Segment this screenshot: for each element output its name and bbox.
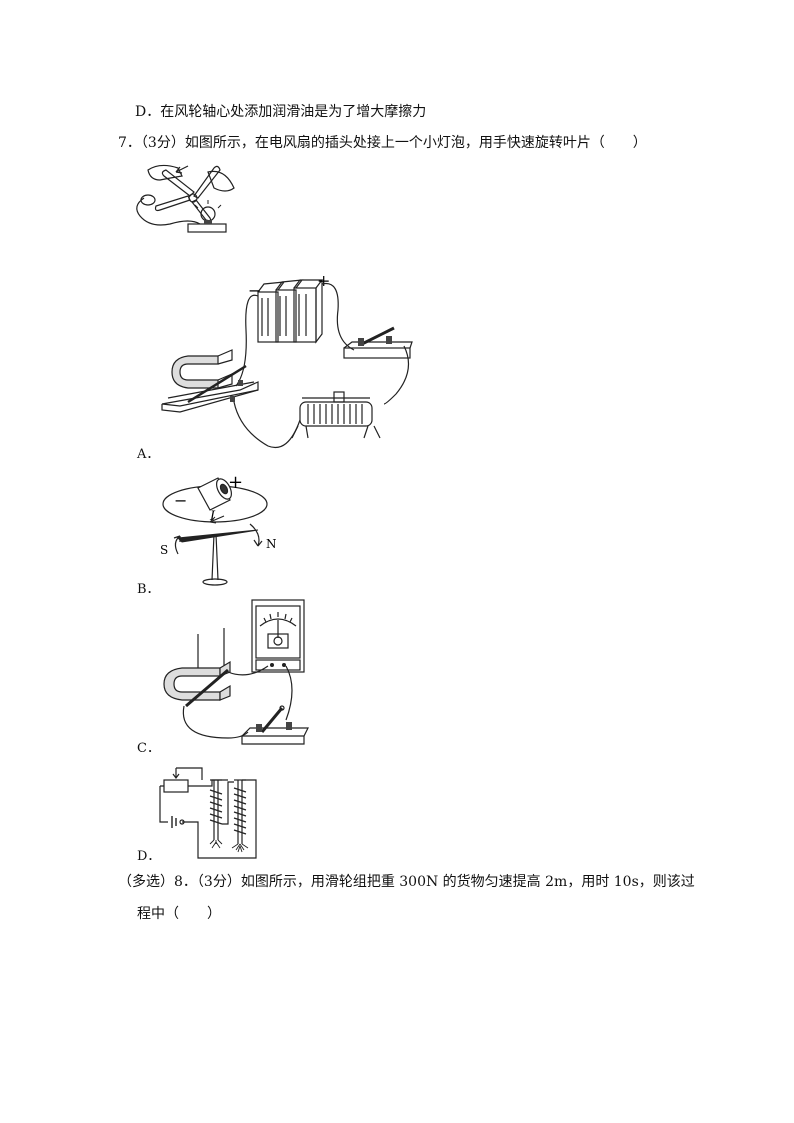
- option-b-label: B．: [137, 582, 160, 597]
- svg-text:S: S: [160, 543, 168, 557]
- fan-bulb-figure: [130, 158, 260, 234]
- option-c-label: C．: [137, 741, 160, 756]
- option-c-figure: [158, 598, 313, 750]
- option-b-figure: + − I S N: [158, 470, 288, 592]
- svg-text:−: −: [248, 281, 261, 300]
- q8-stem-line2: 程中（ ）: [137, 906, 221, 922]
- option-a-label: A．: [137, 447, 160, 462]
- q8-stem-line1: （多选）8．（3分）如图所示，用滑轮组把重 300N 的货物匀速提高 2m，用时…: [118, 874, 695, 890]
- svg-text:+: +: [228, 472, 243, 493]
- option-d-figure: [158, 764, 258, 860]
- option-d-label: D．: [137, 849, 161, 864]
- svg-text:I: I: [209, 509, 216, 524]
- svg-text:N: N: [266, 537, 277, 551]
- q7-stem: 7．（3分）如图所示，在电风扇的插头处接上一个小灯泡，用手快速旋转叶片（ ）: [118, 135, 647, 151]
- svg-text:+: +: [317, 271, 330, 290]
- option-a-figure: − +: [158, 270, 428, 456]
- svg-text:−: −: [174, 491, 187, 510]
- q6-option-d: D．在风轮轴心处添加润滑油是为了增大摩擦力: [135, 104, 427, 120]
